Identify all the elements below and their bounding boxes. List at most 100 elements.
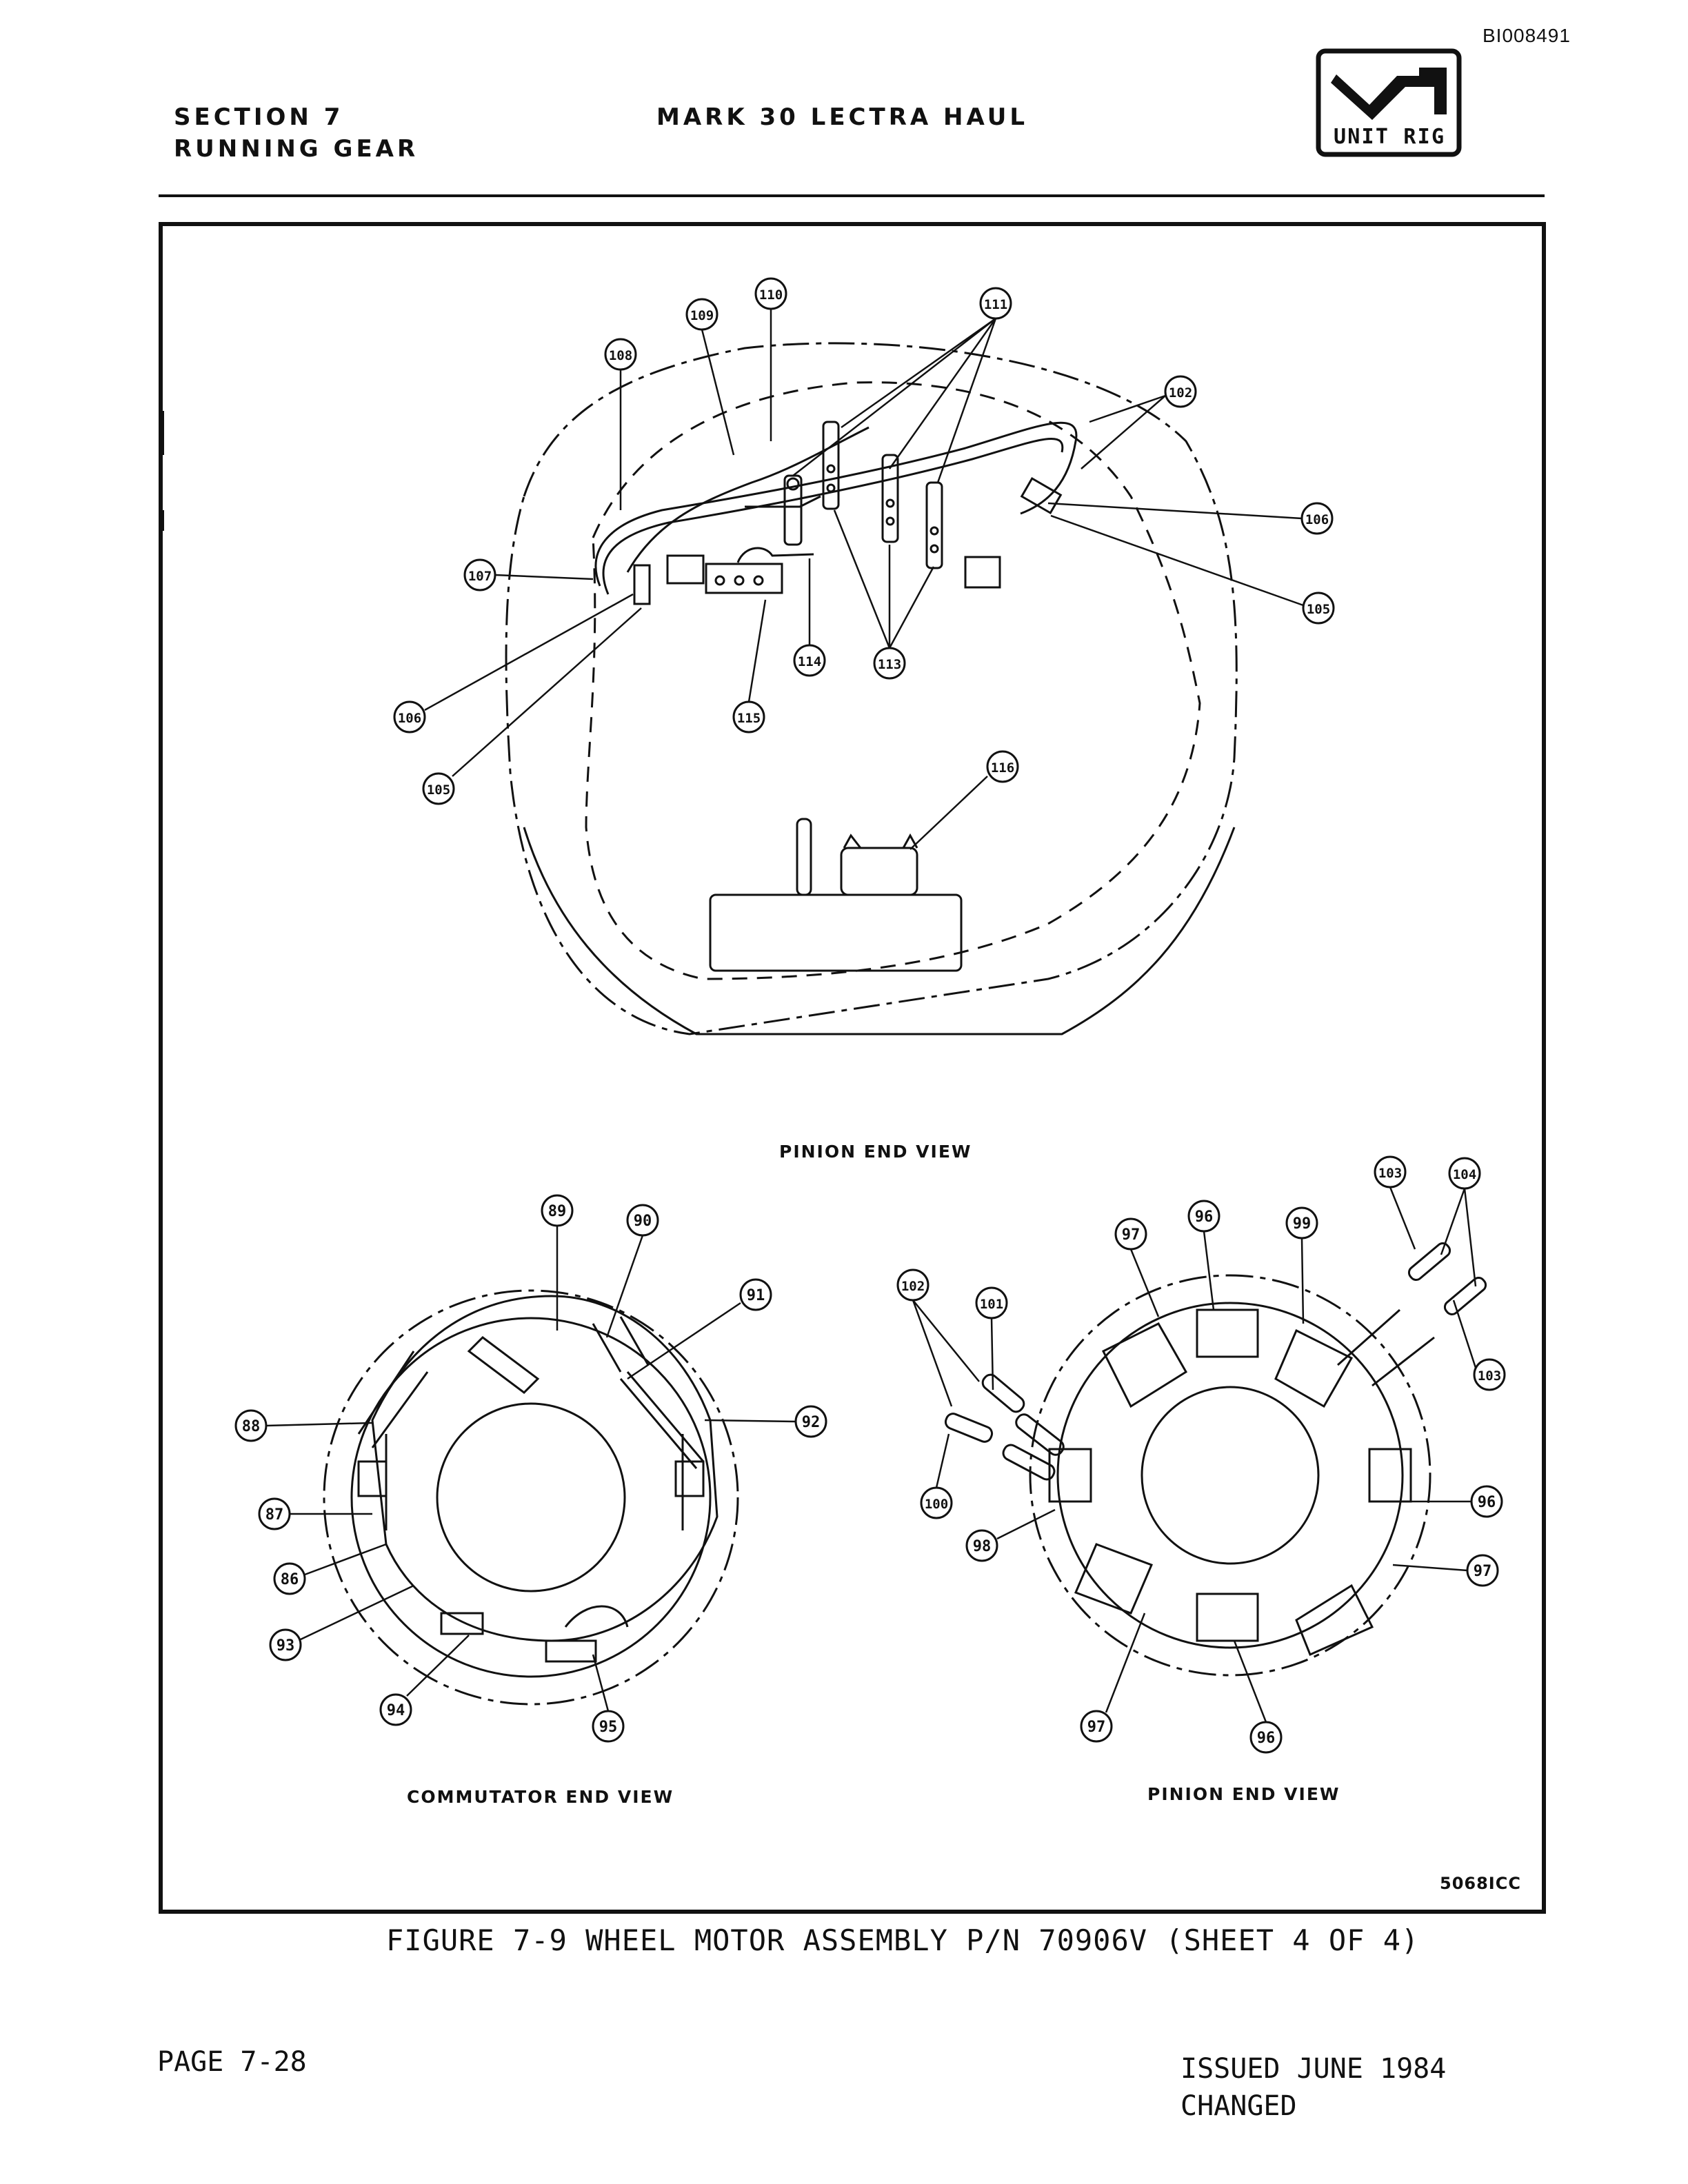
callout-96: 96 [1249, 1721, 1283, 1754]
callout-circle [1448, 1157, 1481, 1190]
callout-circle [1164, 375, 1197, 408]
commutator-view-label: COMMUTATOR END VIEW [407, 1787, 674, 1807]
callout-number: 93 [277, 1637, 295, 1655]
callout-circle [379, 1693, 412, 1726]
callout-circle [896, 1268, 930, 1302]
callout-110: 110 [754, 277, 787, 310]
subsection-heading: RUNNING GEAR [174, 135, 419, 163]
callout-circle [1374, 1155, 1407, 1189]
callout-number: 92 [802, 1414, 821, 1431]
callout-109: 109 [685, 298, 719, 331]
callout-circle [393, 700, 426, 734]
callout-number: 114 [798, 654, 821, 669]
callout-102: 102 [1164, 375, 1197, 408]
callout-circle [732, 700, 765, 734]
callout-116: 116 [986, 750, 1019, 783]
callout-circle [965, 1529, 998, 1562]
drawing-number: 5068ICC [1440, 1874, 1521, 1893]
callout-circle [975, 1286, 1008, 1320]
callout-number: 105 [427, 782, 450, 798]
callout-number: 116 [991, 760, 1014, 776]
callout-91: 91 [739, 1278, 772, 1311]
callout-number: 91 [747, 1287, 765, 1304]
callout-circle [685, 298, 719, 331]
callout-circle [592, 1710, 625, 1743]
callout-number: 96 [1195, 1209, 1214, 1226]
callout-circle [1466, 1554, 1499, 1587]
callout-circle [626, 1204, 659, 1237]
unit-rig-logo: UNIT RIG [1316, 48, 1462, 157]
callout-number: 89 [548, 1203, 567, 1220]
callout-114: 114 [793, 644, 826, 677]
callout-103: 103 [1473, 1358, 1506, 1391]
callout-number: 100 [925, 1497, 948, 1512]
callout-number: 102 [901, 1279, 925, 1294]
callout-100: 100 [920, 1486, 953, 1519]
callout-circle [794, 1405, 827, 1438]
callout-103: 103 [1374, 1155, 1407, 1189]
callout-circle [269, 1628, 302, 1661]
callout-number: 97 [1474, 1563, 1492, 1580]
issue-date: ISSUED JUNE 1984 [1180, 2053, 1447, 2085]
callout-107: 107 [463, 558, 496, 592]
callout-87: 87 [258, 1497, 291, 1530]
callout-number: 108 [609, 348, 632, 363]
callout-111: 111 [979, 287, 1012, 320]
callout-number: 96 [1478, 1494, 1496, 1511]
commutator-end-view-art [323, 1289, 739, 1706]
callout-circle [754, 277, 787, 310]
callout-circle [1302, 592, 1335, 625]
callout-97: 97 [1466, 1554, 1499, 1587]
pinion-view-label: PINION END VIEW [1147, 1784, 1340, 1804]
callout-number: 103 [1478, 1368, 1501, 1384]
callout-number: 98 [973, 1538, 992, 1555]
callout-113: 113 [873, 647, 906, 680]
callout-number: 94 [387, 1702, 405, 1719]
callout-115: 115 [732, 700, 765, 734]
callout-circle [1080, 1710, 1113, 1743]
callout-circle [979, 287, 1012, 320]
callout-98: 98 [965, 1529, 998, 1562]
callout-circle [258, 1497, 291, 1530]
callout-number: 107 [468, 569, 492, 584]
callout-number: 97 [1087, 1719, 1106, 1736]
callout-circle [463, 558, 496, 592]
callout-circle [793, 644, 826, 677]
callout-102: 102 [896, 1268, 930, 1302]
section-heading: SECTION 7 [174, 103, 344, 131]
callout-97: 97 [1114, 1217, 1147, 1251]
callout-number: 88 [242, 1418, 261, 1435]
callout-number: 101 [980, 1297, 1003, 1312]
header-rule [159, 194, 1545, 197]
callout-number: 115 [737, 711, 761, 726]
leader-lines [265, 309, 1477, 1723]
callout-number: 109 [690, 308, 714, 323]
callout-circle [273, 1562, 306, 1595]
callout-number: 86 [281, 1571, 299, 1588]
callout-number: 97 [1122, 1226, 1141, 1244]
callout-105: 105 [1302, 592, 1335, 625]
callout-circle [1473, 1358, 1506, 1391]
manual-title: MARK 30 LECTRA HAUL [656, 103, 1029, 131]
callout-104: 104 [1448, 1157, 1481, 1190]
callout-number: 103 [1378, 1166, 1402, 1181]
callout-number: 111 [984, 297, 1007, 312]
callout-106: 106 [393, 700, 426, 734]
callout-101: 101 [975, 1286, 1008, 1320]
callout-circle [986, 750, 1019, 783]
callout-circle [739, 1278, 772, 1311]
callout-94: 94 [379, 1693, 412, 1726]
callout-number: 102 [1169, 385, 1192, 401]
pinion-end-view-brushes-art [944, 1242, 1487, 1677]
callout-circle [234, 1409, 268, 1442]
top-pinion-end-view-art [505, 342, 1238, 1035]
callout-number: 95 [599, 1719, 618, 1736]
callout-93: 93 [269, 1628, 302, 1661]
callout-circle [604, 338, 637, 371]
change-note: CHANGED [1180, 2090, 1297, 2122]
callout-circle [920, 1486, 953, 1519]
callout-88: 88 [234, 1409, 268, 1442]
callout-96: 96 [1187, 1200, 1220, 1233]
